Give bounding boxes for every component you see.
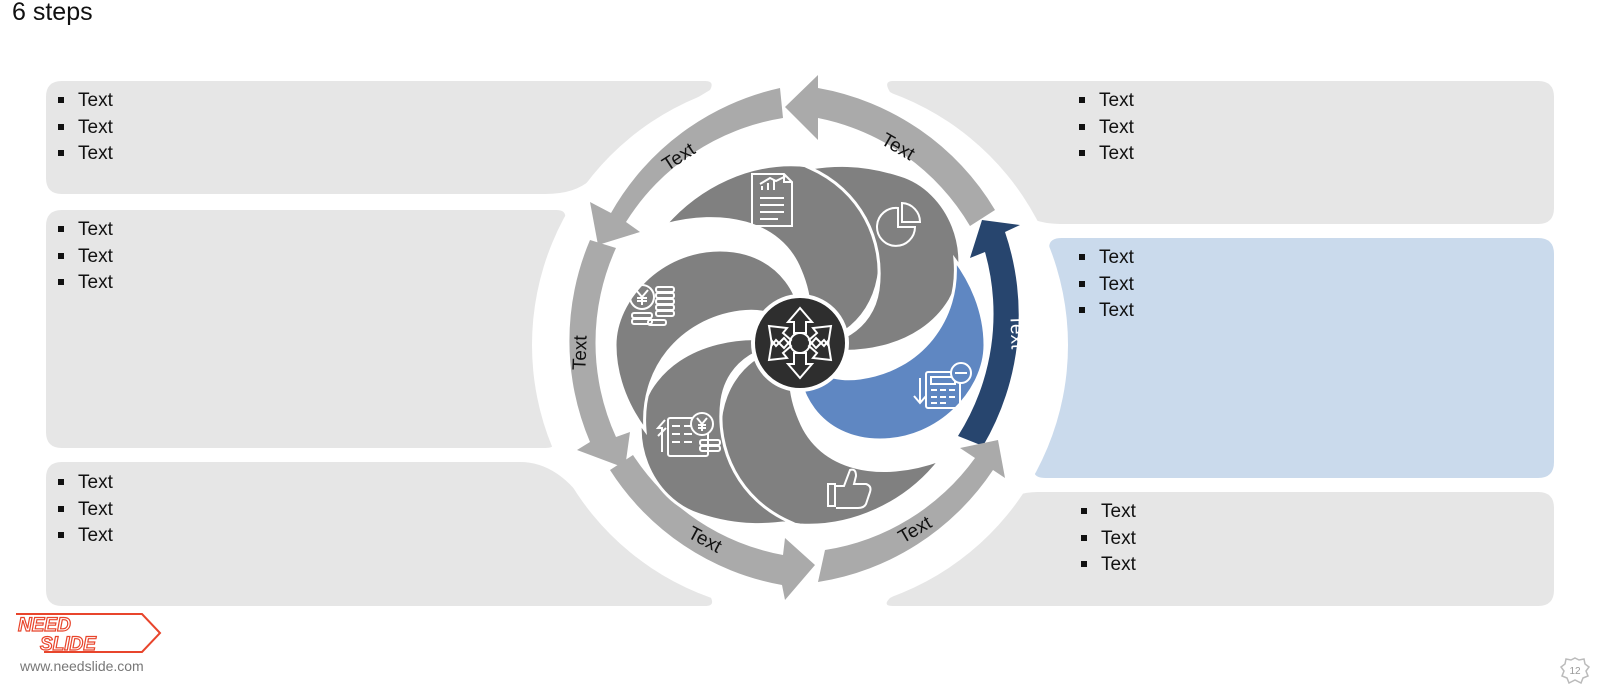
yen-coins-icon xyxy=(629,284,675,326)
bullet-item: Text xyxy=(1081,552,1136,579)
panel-text-top-left: Text Text Text xyxy=(58,88,113,168)
panel-mid-left xyxy=(46,210,566,448)
center-gear-arrows-icon xyxy=(767,306,833,380)
petal-upper-left[interactable] xyxy=(613,248,804,436)
page-number: 12 xyxy=(1569,666,1581,677)
petal-upper-right[interactable] xyxy=(799,163,962,353)
center-hub[interactable] xyxy=(751,294,849,392)
arrow-label-left: Text xyxy=(569,334,591,370)
bullet-item: Text xyxy=(58,217,113,244)
bullet-item: Text xyxy=(58,88,113,115)
bullet-item: Text xyxy=(1081,499,1136,526)
slide-title: 6 steps xyxy=(12,0,93,26)
bullet-item: Text xyxy=(1079,141,1134,168)
arrow-right[interactable] xyxy=(958,220,1020,446)
website-url: www.needslide.com xyxy=(20,658,144,674)
page-number-badge: 12 xyxy=(1559,657,1591,684)
bullet-item: Text xyxy=(1081,526,1136,553)
petal-lower-left[interactable] xyxy=(638,337,801,527)
arrow-upper-left[interactable] xyxy=(590,88,783,245)
panel-top-right xyxy=(887,81,1554,224)
bullet-item: Text xyxy=(58,244,113,271)
bullet-item: Text xyxy=(1079,115,1134,142)
panel-text-top-right: Text Text Text xyxy=(1079,88,1134,168)
arrow-lower-left[interactable] xyxy=(610,455,815,600)
report-chart-icon xyxy=(751,173,793,227)
panel-mid-right[interactable] xyxy=(1034,238,1554,478)
bullet-item: Text xyxy=(58,523,113,550)
panel-text-mid-left: Text Text Text xyxy=(58,217,113,297)
pinwheel xyxy=(613,163,987,527)
bullet-item: Text xyxy=(58,115,113,142)
needslide-logo: NEED SLIDE xyxy=(16,613,162,656)
svg-text:SLIDE: SLIDE xyxy=(40,634,97,655)
calculator-icon xyxy=(913,362,972,409)
arrow-left[interactable] xyxy=(569,240,630,468)
panel-bottom-left xyxy=(46,462,713,606)
pie-chart-icon xyxy=(876,201,922,247)
arrow-label-right: Text xyxy=(1005,314,1027,350)
bullet-item: Text xyxy=(58,270,113,297)
petal-right[interactable] xyxy=(796,254,987,442)
bullet-item: Text xyxy=(1079,88,1134,115)
svg-text:NEED: NEED xyxy=(18,615,71,636)
bullet-item: Text xyxy=(58,470,113,497)
panel-top-left xyxy=(46,81,712,194)
bullet-item: Text xyxy=(1079,272,1134,299)
bullet-item: Text xyxy=(58,497,113,524)
panel-text-bottom-right: Text Text Text xyxy=(1081,499,1136,579)
panel-text-mid-right: Text Text Text xyxy=(1079,245,1134,325)
bullet-item: Text xyxy=(58,141,113,168)
bullet-item: Text xyxy=(1079,298,1134,325)
arrow-upper-right[interactable] xyxy=(785,75,995,226)
bullet-item: Text xyxy=(1079,245,1134,272)
register-yen-icon xyxy=(655,412,721,457)
thumbs-up-icon xyxy=(827,468,872,509)
arrow-lower-right[interactable] xyxy=(818,440,1005,582)
panel-bottom-right xyxy=(886,492,1554,606)
panel-text-bottom-left: Text Text Text xyxy=(58,470,113,550)
